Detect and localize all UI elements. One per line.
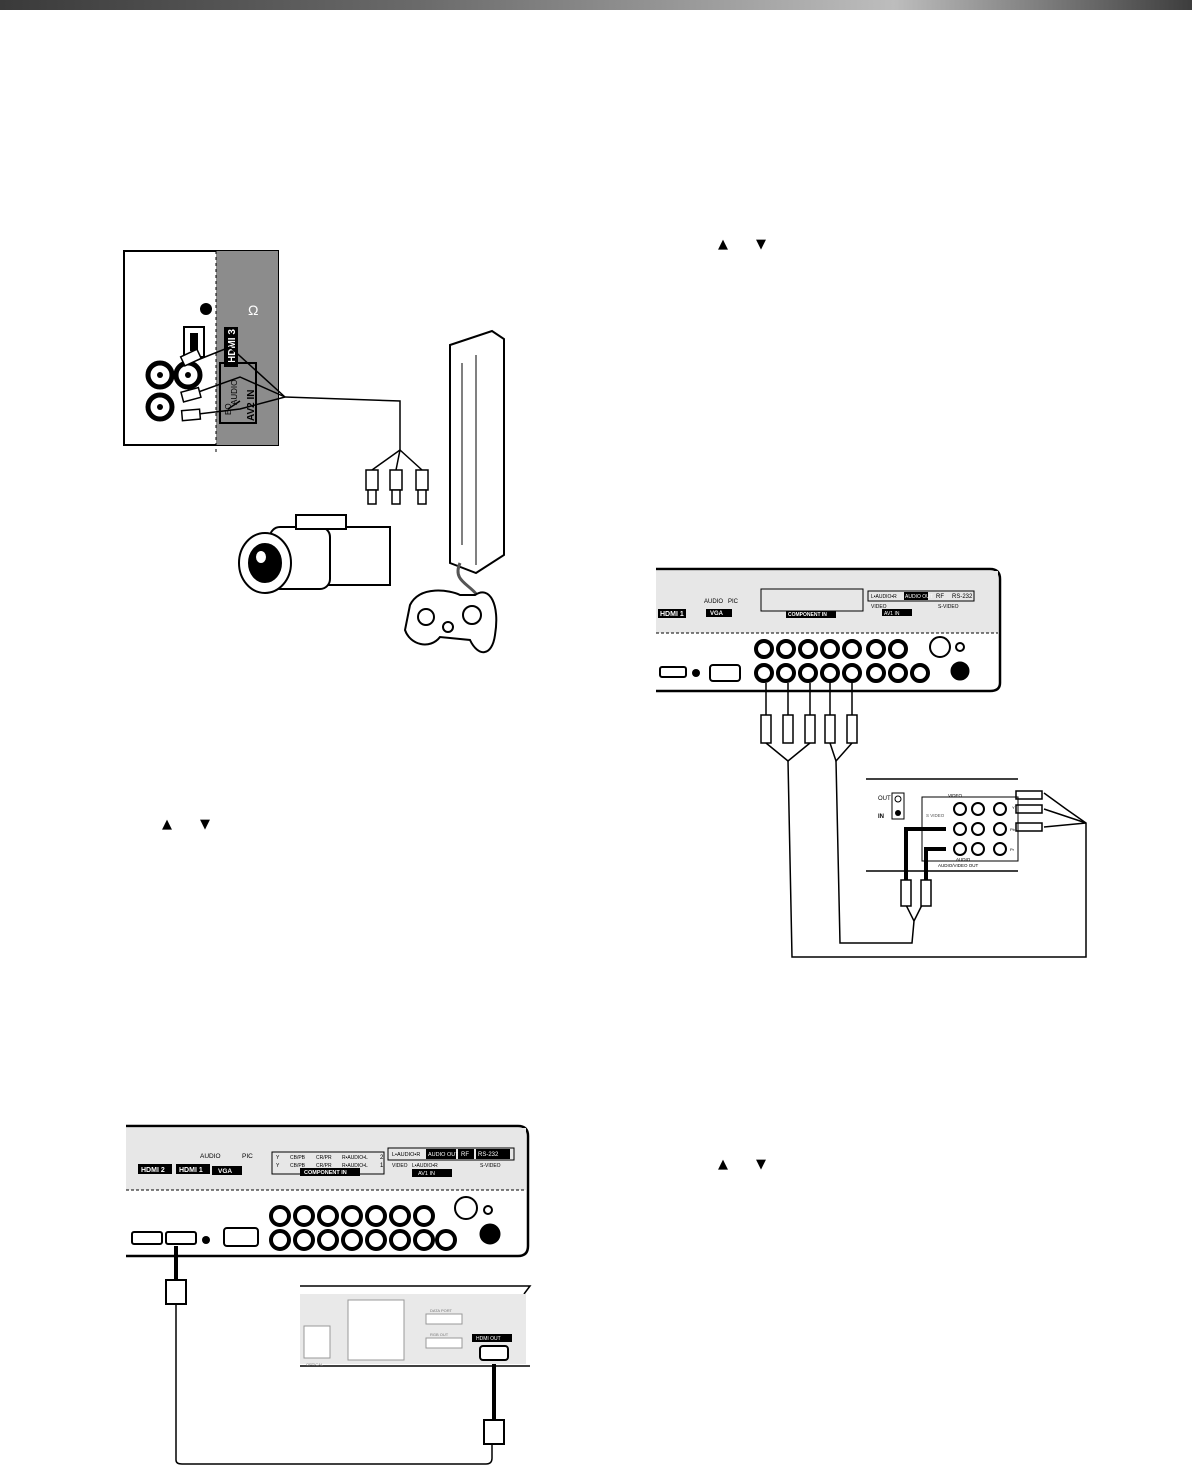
pr-label: Pr [1010,847,1015,852]
comp-row1-cr: CR/PR [316,1163,332,1169]
camcorder-image [238,514,391,594]
tv-rear-panel: HDMI 1 AUDIO PIC VGA COMPONENT IN L•AUDI… [656,567,1002,693]
audio-label: AUDIO [200,1153,221,1160]
video-header: VIDEO [948,793,963,798]
up-arrow-icon: ▲ [718,1157,728,1172]
pic-label: PIC [242,1153,253,1160]
rs232-label: RS-232 [478,1152,499,1158]
hdmi-out-label: HDMI OUT [476,1336,501,1342]
audio-label: AUDIO [704,599,723,605]
av2-jacks [145,360,203,422]
comp-row2-cr: CR/PR [316,1155,332,1161]
comp-row2-y: Y [276,1155,280,1161]
av-audio-top-label: L•AUDIO•R [871,594,897,600]
tv-rear-panel: HDMI 2 HDMI 1 AUDIO PIC VGA Y CB/PB CR/P… [126,1124,530,1258]
optical-label: OPTICAL [306,1362,324,1367]
pb-label: Pb [1010,827,1016,832]
figure-hdmi-connection: HDMI 2 HDMI 1 AUDIO PIC VGA Y CB/PB CR/P… [126,1124,532,1465]
in-label: IN [878,814,884,820]
av-video-label: VIDEO [871,604,887,610]
game-controller-image [403,589,498,654]
up-arrow-icon: ▲ [162,817,172,832]
pic-label: PIC [728,599,739,605]
hdmi1-port [659,666,687,678]
component-in-label: COMPONENT IN [304,1170,347,1176]
out-label: OUT [878,796,891,802]
comp-row2-audio: R•AUDIO•L [342,1155,368,1161]
vga-label: VGA [218,1168,232,1175]
hdmi2-label: HDMI 2 [141,1167,165,1174]
vga-port [223,1227,259,1247]
hdmi3-label: HDMI 3 [227,329,238,363]
audio-out-label: AUDIO OUT [428,1152,459,1158]
hdmi1-label: HDMI 1 [660,611,684,618]
comp-num-2: 2 [380,1155,384,1161]
hdmi1-label: HDMI 1 [179,1167,203,1174]
page-header-bar [0,0,1192,10]
up-arrow-icon: ▲ [718,237,728,252]
hdmi2-port [131,1231,163,1245]
component-in-label: COMPONENT IN [788,612,827,618]
av-video-label: VIDEO [392,1163,408,1169]
tv-side-panel: Ω HDMI 3 AUDIO EO AV2 IN [123,250,279,455]
audio-out-label: AUDIO OUT [905,594,933,600]
svideo-label: S-VIDEO [480,1163,501,1169]
svideo-label: S VIDEO [926,813,945,818]
down-arrow-icon: ▼ [756,1157,766,1172]
rf-label: RF [461,1152,469,1158]
figure-component-connection: HDMI 1 AUDIO PIC VGA COMPONENT IN L•AUDI… [656,567,1087,958]
svideo-label: S-VIDEO [938,604,959,610]
comp-row1-y: Y [276,1163,280,1169]
hd-player-panel: OPTICAL DATA PORT RGB OUT HDMI OUT [300,1285,532,1367]
vga-port [709,664,741,682]
down-arrow-icon: ▼ [200,817,210,832]
hdmi-cable [165,1246,505,1465]
rca-plugs [179,348,429,505]
game-console-image [449,329,505,606]
data-port-label: DATA PORT [430,1308,453,1313]
composite-cable [189,346,423,471]
rear-jacks [269,1196,501,1251]
av-audio-label: L•AUDIO•R [412,1163,438,1169]
hdmi1-port [165,1231,197,1245]
headphone-jack [200,303,212,315]
rf-label: RF [936,594,944,600]
av-out-label: AUDIO/VIDEO OUT [938,863,979,868]
av1-in-label: AV1 IN [884,611,900,617]
rs232-label: RS-232 [952,594,973,600]
hdmi-out-port [479,1345,509,1361]
audio-label: AUDIO [230,380,239,405]
component-plugs [760,714,1043,907]
comp-num-1: 1 [380,1163,384,1169]
rear-jacks [754,636,970,683]
comp-row2-cb: CB/PB [290,1155,306,1161]
av1-in-label: AV1 IN [418,1171,435,1177]
figure-side-av-connection: Ω HDMI 3 AUDIO EO AV2 IN [123,250,505,654]
vga-label: VGA [710,611,724,617]
av-audio-top-label: L•AUDIO•R [392,1152,420,1158]
audio-label: AUDIO [956,857,971,862]
component-cables [765,683,1087,958]
av-device-panel: OUT IN VIDEO S VIDEO Y Pb Pr AUDIO AUDIO… [866,778,1019,872]
comp-row1-audio: R•AUDIO•L [342,1163,368,1169]
y-label: Y [1012,805,1015,810]
down-arrow-icon: ▼ [756,237,766,252]
rgb-out-label: RGB OUT [430,1332,449,1337]
comp-row1-cb: CB/PB [290,1163,306,1169]
headphone-icon: Ω [248,302,258,318]
